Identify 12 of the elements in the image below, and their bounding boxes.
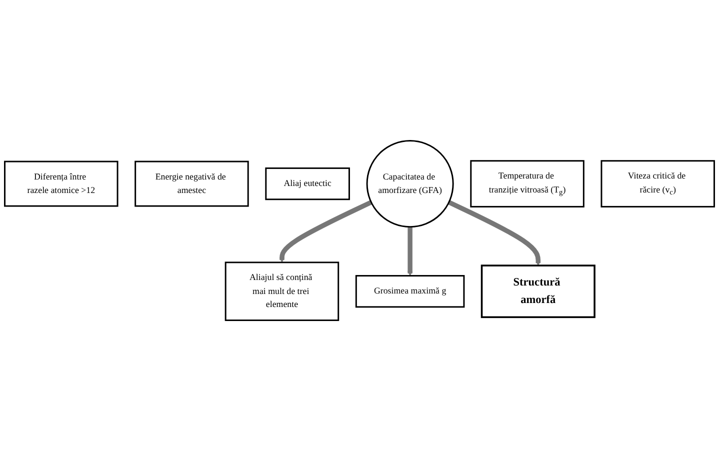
arrow [407,226,413,276]
node-box: Structură amorfă [480,264,596,318]
node-box: Diferența între razele atomice >12 [4,160,118,207]
node-box: Temperatura de tranziție vitroasă (T$_{g}$) [470,160,584,208]
node-box: Viteza critică de răcire (v$_{c}$) [600,160,715,208]
node-box: Aliajul să conțină mai mult de trei elemente [224,262,340,322]
arrow [448,200,541,266]
arrow [279,200,372,263]
node-circle: Capacitatea de amorfizare (GFA) [366,140,454,228]
node-box: Grosimea maximă g [355,275,465,308]
node-box: Aliaj eutectic [265,167,350,200]
node-box: Energie negativă de amestec [134,160,249,207]
